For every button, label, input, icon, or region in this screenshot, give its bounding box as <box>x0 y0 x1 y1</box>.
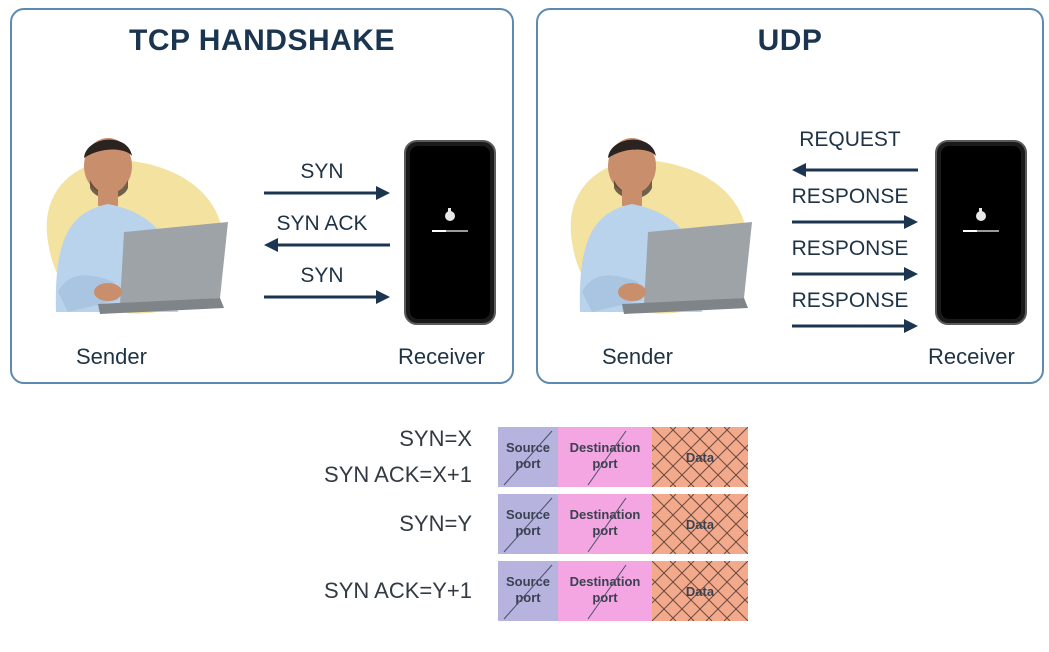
crosshatch-pattern-icon <box>652 494 748 554</box>
source-port-text: Source <box>505 574 551 589</box>
destination-port-text: Destination <box>569 440 641 455</box>
source-port-field: Source port <box>498 561 558 621</box>
strike-line-icon <box>503 497 553 553</box>
tcp-panel-title: TCP HANDSHAKE <box>129 24 395 57</box>
source-port-field: Source port <box>498 427 558 487</box>
destination-port-field: Destination port <box>558 561 652 621</box>
udp-message-label: RESPONSE <box>791 289 909 312</box>
sender-label: Sender <box>602 344 673 369</box>
data-field: Data <box>652 561 748 621</box>
strike-line-icon <box>587 497 627 553</box>
udp-message-label: REQUEST <box>799 128 901 151</box>
packet-segment: Source port Destination port Data <box>498 494 748 554</box>
source-port-text: Source <box>505 440 551 455</box>
source-port-field: Source port <box>498 494 558 554</box>
arrow-right-icon <box>264 186 390 200</box>
arrow-right-icon <box>792 319 918 333</box>
strike-line-icon <box>503 430 553 486</box>
receiver-phone-illustration <box>935 140 1027 325</box>
tcp-message-label: SYN <box>300 160 344 183</box>
destination-port-field: Destination port <box>558 494 652 554</box>
data-text: Data <box>685 517 715 532</box>
udp-panel: UDP REQUEST RESPONSE RESPONSE RESPONSE <box>536 8 1044 384</box>
destination-port-text: port <box>592 523 618 538</box>
data-text: Data <box>685 584 715 599</box>
arrow-right-icon <box>792 215 918 229</box>
udp-message-label: RESPONSE <box>791 185 909 208</box>
sequence-label: SYN ACK=X+1 <box>324 462 472 487</box>
receiver-label: Receiver <box>928 344 1015 369</box>
data-field: Data <box>652 494 748 554</box>
arrow-left-icon <box>792 163 918 177</box>
source-port-text: port <box>515 523 541 538</box>
source-port-text: port <box>515 456 541 471</box>
packet-segment: Source port Destination port Data <box>498 427 748 487</box>
crosshatch-pattern-icon <box>652 561 748 621</box>
data-field: Data <box>652 427 748 487</box>
destination-port-text: port <box>592 456 618 471</box>
packet-segment: Source port Destination port Data <box>498 561 748 621</box>
destination-port-text: Destination <box>569 574 641 589</box>
strike-line-icon <box>587 564 627 620</box>
source-port-text: port <box>515 590 541 605</box>
sender-label: Sender <box>76 344 147 369</box>
sequence-label: SYN=Y <box>399 511 472 536</box>
destination-port-text: Destination <box>569 507 641 522</box>
tcp-handshake-panel: TCP HANDSHAKE SYN SYN ACK SYN Sender Rec… <box>10 8 514 384</box>
sequence-label: SYN ACK=Y+1 <box>324 578 472 603</box>
tcp-message-label: SYN ACK <box>276 212 368 235</box>
strike-line-icon <box>587 430 627 486</box>
udp-panel-title: UDP <box>757 24 823 57</box>
strike-line-icon <box>503 564 553 620</box>
arrow-right-icon <box>264 290 390 304</box>
arrow-right-icon <box>792 267 918 281</box>
arrow-left-icon <box>264 238 390 252</box>
destination-port-field: Destination port <box>558 427 652 487</box>
receiver-phone-illustration <box>404 140 496 325</box>
receiver-label: Receiver <box>398 344 485 369</box>
data-text: Data <box>685 450 715 465</box>
destination-port-text: port <box>592 590 618 605</box>
source-port-text: Source <box>505 507 551 522</box>
sender-person-illustration <box>46 138 228 314</box>
udp-message-label: RESPONSE <box>791 237 909 260</box>
sequence-label: SYN=X <box>399 426 472 451</box>
tcp-message-label: SYN <box>300 264 344 287</box>
crosshatch-pattern-icon <box>652 427 748 487</box>
sender-person-illustration <box>570 138 752 314</box>
